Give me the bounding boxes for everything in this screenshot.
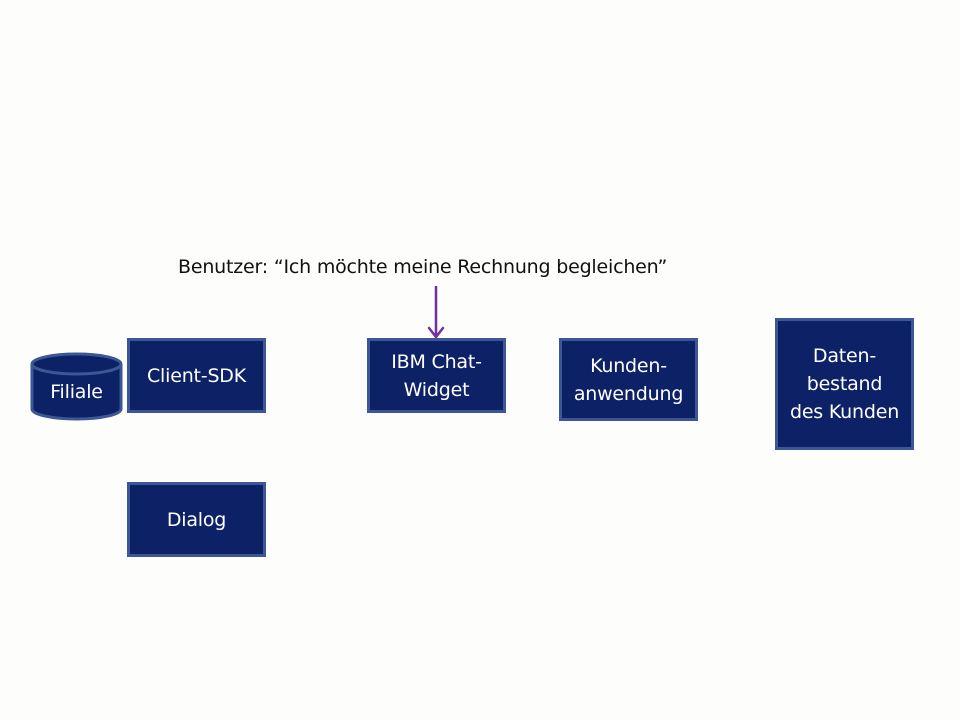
dialog-node: Dialog xyxy=(127,482,266,557)
filiale-database-node: Filiale xyxy=(30,352,123,422)
filiale-label: Filiale xyxy=(50,381,103,403)
kundenanwendung-node: Kunden- anwendung xyxy=(559,338,698,421)
chat-widget-node: IBM Chat- Widget xyxy=(367,338,506,413)
client-sdk-node: Client-SDK xyxy=(127,338,266,413)
datenbestand-node: Daten- bestand des Kunden xyxy=(775,318,914,450)
user-request-label: Benutzer: “Ich möchte meine Rechnung beg… xyxy=(178,256,668,278)
database-cylinder-icon xyxy=(30,352,123,421)
request-arrow xyxy=(427,286,445,339)
